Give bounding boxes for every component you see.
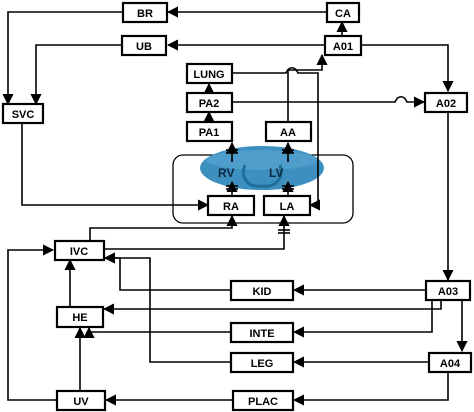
svg-text:LA: LA bbox=[280, 201, 295, 213]
node-ra: RA bbox=[206, 194, 256, 217]
svg-text:CA: CA bbox=[335, 8, 351, 20]
node-aa: AA bbox=[264, 120, 313, 143]
svg-text:IVC: IVC bbox=[70, 246, 88, 258]
node-leg: LEG bbox=[229, 351, 295, 374]
node-inte: INTE bbox=[229, 321, 295, 344]
rv-label: RV bbox=[218, 166, 234, 180]
node-ub: UB bbox=[120, 34, 168, 57]
svg-text:A01: A01 bbox=[333, 41, 353, 53]
svg-text:KID: KID bbox=[253, 286, 272, 298]
svg-text:RA: RA bbox=[223, 201, 239, 213]
svg-text:AA: AA bbox=[280, 127, 296, 139]
svg-text:UB: UB bbox=[136, 41, 152, 53]
node-plac: PLAC bbox=[231, 389, 295, 412]
node-la: LA bbox=[262, 194, 312, 217]
connections bbox=[2, 6, 468, 406]
svg-text:A03: A03 bbox=[438, 286, 458, 298]
svg-text:PLAC: PLAC bbox=[248, 396, 278, 408]
node-ivc: IVC bbox=[53, 239, 106, 262]
node-a01: A01 bbox=[323, 34, 363, 57]
node-ca: CA bbox=[325, 1, 361, 24]
svg-text:LEG: LEG bbox=[251, 358, 274, 370]
node-pa2: PA2 bbox=[185, 91, 234, 114]
svg-text:LUNG: LUNG bbox=[193, 69, 224, 81]
svg-text:UV: UV bbox=[73, 396, 89, 408]
svg-text:BR: BR bbox=[137, 8, 153, 20]
svg-text:HE: HE bbox=[72, 312, 87, 324]
svg-text:A04: A04 bbox=[440, 358, 461, 370]
node-a04: A04 bbox=[427, 351, 473, 374]
svg-text:PA2: PA2 bbox=[199, 98, 220, 110]
heart-shape bbox=[200, 146, 324, 190]
svg-text:A02: A02 bbox=[436, 98, 456, 110]
node-a03: A03 bbox=[424, 279, 472, 302]
svg-text:SVC: SVC bbox=[12, 109, 35, 121]
svg-text:INTE: INTE bbox=[249, 328, 274, 340]
node-br: BR bbox=[121, 1, 169, 24]
svg-text:PA1: PA1 bbox=[199, 127, 220, 139]
node-pa1: PA1 bbox=[185, 120, 234, 143]
node-svc: SVC bbox=[1, 102, 45, 125]
node-uv: UV bbox=[55, 389, 107, 412]
node-lung: LUNG bbox=[185, 62, 234, 85]
node-he: HE bbox=[55, 305, 105, 329]
lv-label: LV bbox=[269, 166, 283, 180]
node-kid: KID bbox=[229, 279, 295, 302]
node-a02: A02 bbox=[423, 91, 469, 114]
